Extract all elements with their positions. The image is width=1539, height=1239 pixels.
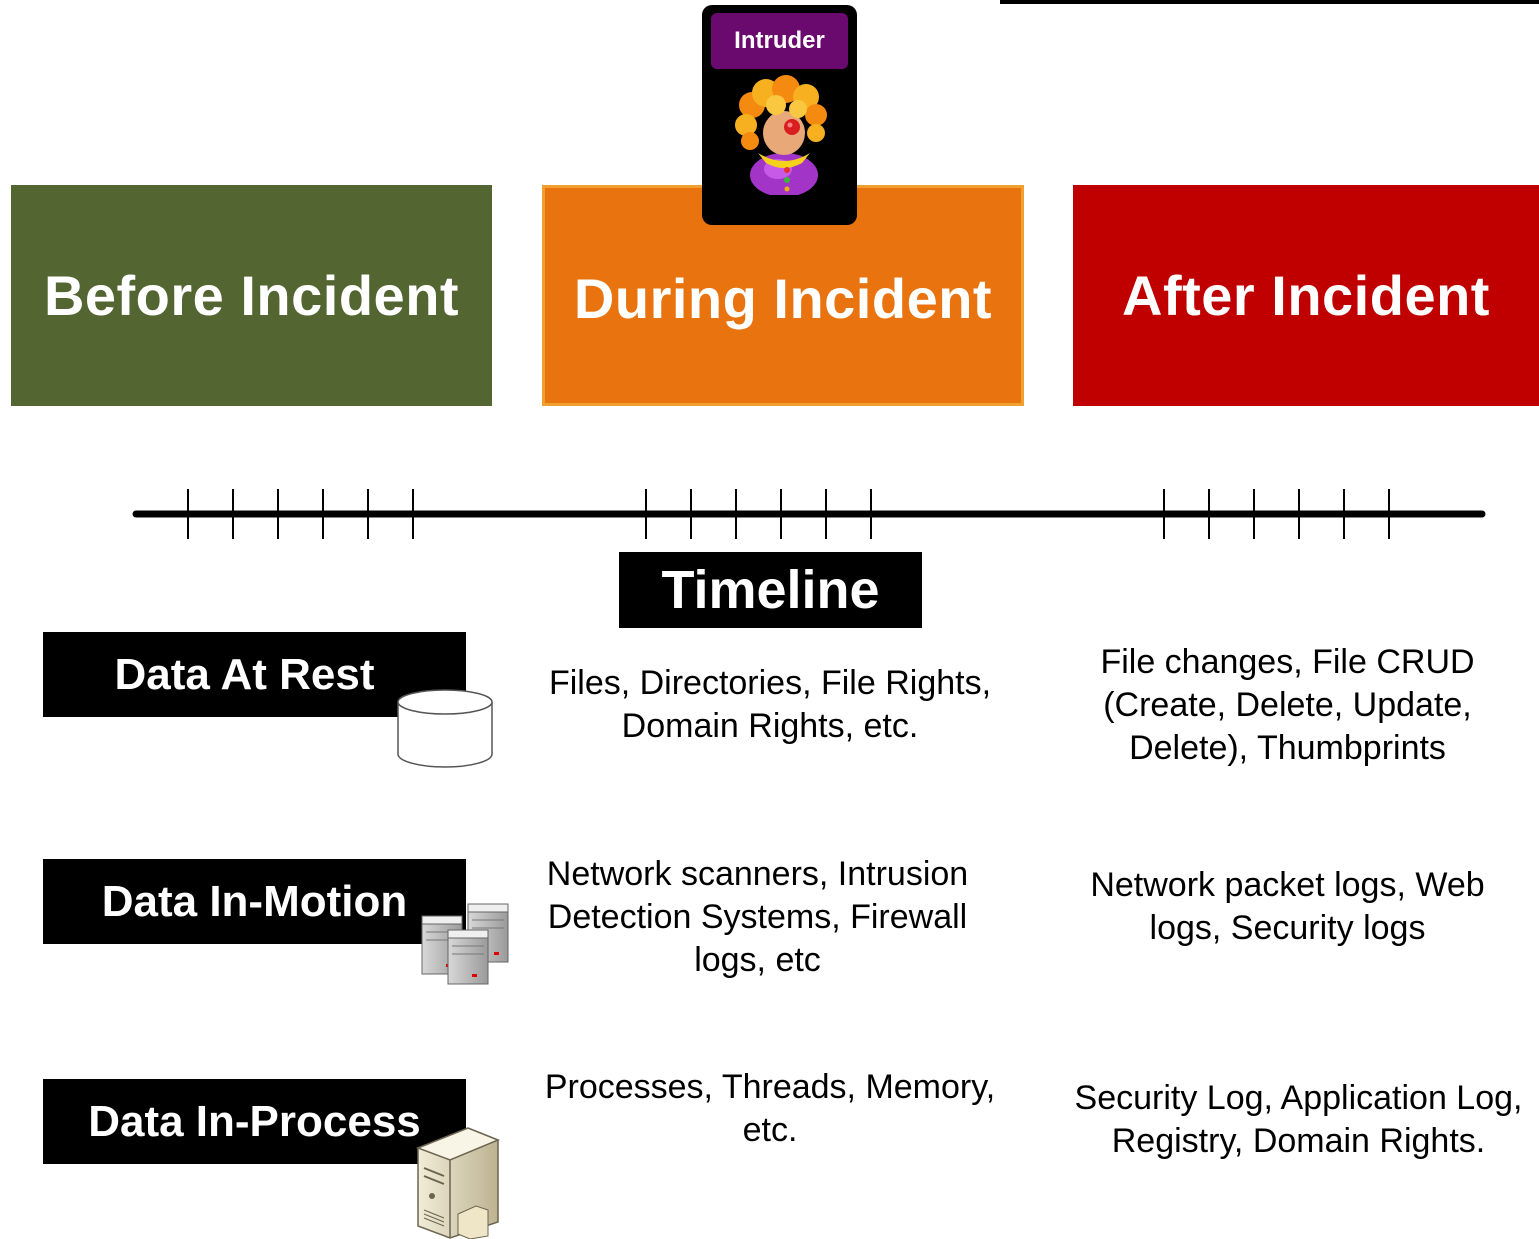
after-data-at-rest-text: File changes, File CRUD (Create, Delete,… bbox=[1060, 641, 1515, 770]
text-line: logs, etc bbox=[694, 941, 821, 979]
top-border-line bbox=[1000, 0, 1539, 4]
text-line: File changes, File CRUD bbox=[1100, 643, 1475, 681]
during-data-in-process-text: Processes, Threads, Memory, etc. bbox=[520, 1066, 1020, 1152]
intruder-card: Intruder bbox=[702, 5, 857, 225]
timeline-axis bbox=[132, 489, 1486, 539]
text-line: Processes, Threads, Memory, bbox=[544, 1068, 996, 1106]
intruder-label: Intruder bbox=[711, 13, 848, 69]
phase-before-incident: Before Incident bbox=[11, 185, 492, 406]
text-line: Security Log, Application Log, bbox=[1074, 1079, 1523, 1117]
text-line: logs, Security logs bbox=[1149, 909, 1426, 947]
text-line: Files, Directories, File Rights, bbox=[548, 664, 992, 702]
text-line: (Create, Delete, Update, bbox=[1103, 686, 1472, 724]
after-data-in-process-text: Security Log, Application Log, Registry,… bbox=[1058, 1077, 1539, 1163]
text-line: Delete), Thumbprints bbox=[1129, 729, 1446, 767]
text-line: Detection Systems, Firewall bbox=[547, 898, 968, 936]
text-line: Network scanners, Intrusion bbox=[546, 855, 969, 893]
row-label-data-in-process: Data In-Process bbox=[43, 1079, 466, 1164]
text-line: Network packet logs, Web bbox=[1090, 866, 1485, 904]
computer-tower-icon bbox=[415, 1127, 500, 1239]
phase-after-incident: After Incident bbox=[1073, 185, 1539, 406]
database-icon bbox=[397, 689, 493, 768]
timeline-label: Timeline bbox=[619, 552, 922, 628]
row-label-data-at-rest: Data At Rest bbox=[43, 632, 466, 717]
row-label-data-in-motion: Data In-Motion bbox=[43, 859, 466, 944]
after-data-in-motion-text: Network packet logs, Web logs, Security … bbox=[1060, 864, 1515, 950]
clown-icon bbox=[735, 75, 827, 195]
during-data-at-rest-text: Files, Directories, File Rights, Domain … bbox=[520, 662, 1020, 748]
during-data-in-motion-text: Network scanners, Intrusion Detection Sy… bbox=[520, 853, 995, 982]
text-line: etc. bbox=[742, 1111, 798, 1149]
text-line: Registry, Domain Rights. bbox=[1111, 1122, 1486, 1160]
text-line: Domain Rights, etc. bbox=[621, 707, 919, 745]
servers-icon bbox=[421, 903, 509, 985]
